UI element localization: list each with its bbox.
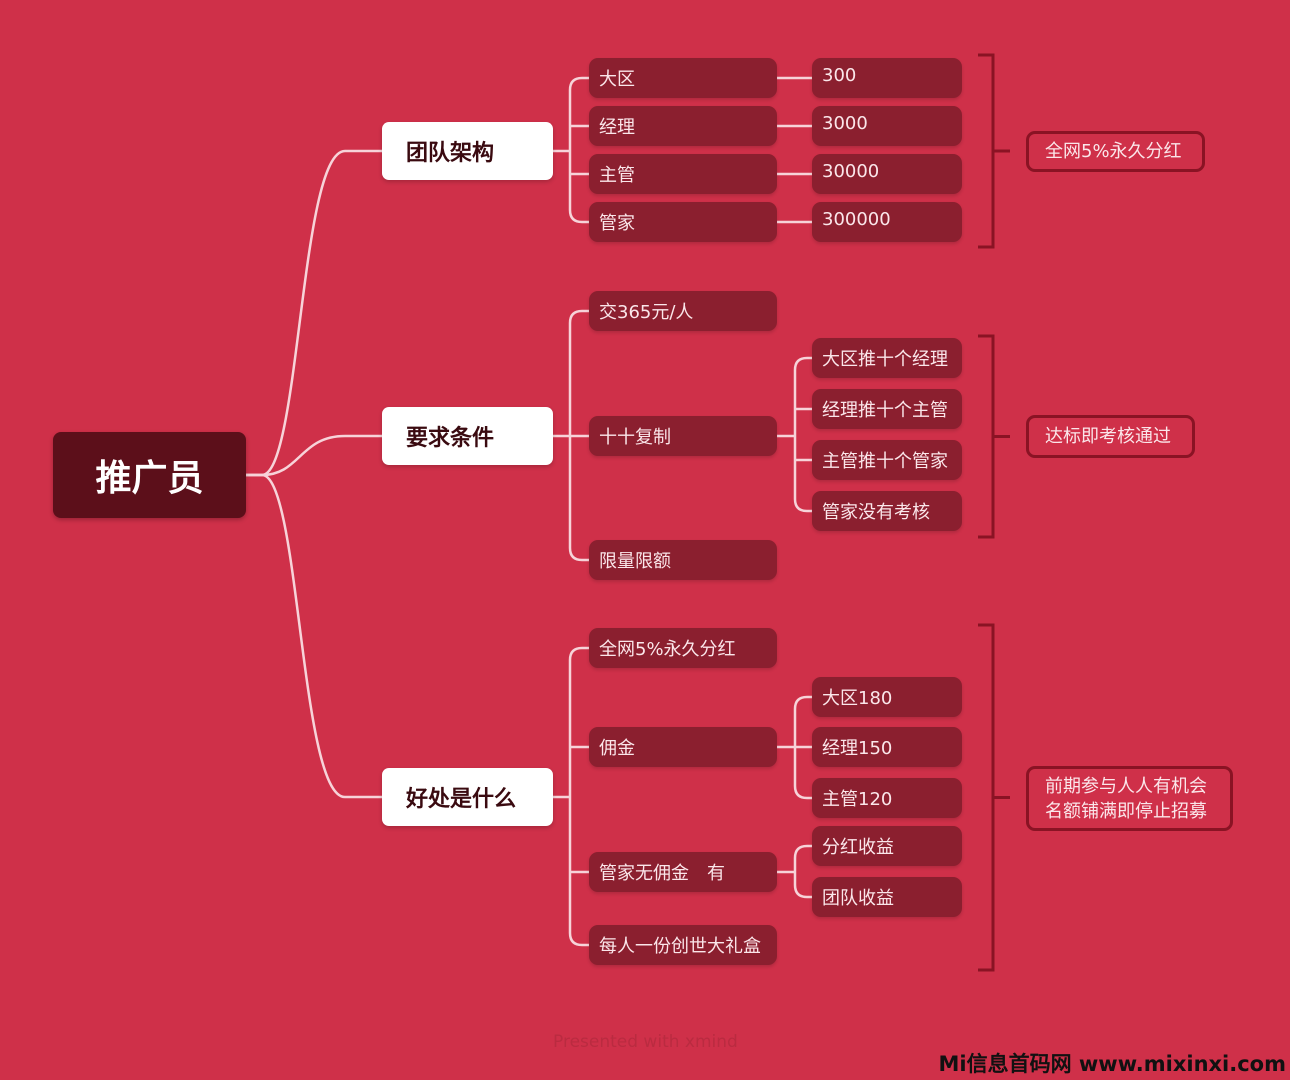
grandchild-node[interactable]: 主管120 [812,778,962,818]
branch-line [246,473,382,799]
child-node[interactable]: 主管 [589,154,777,194]
child-node[interactable]: 管家 [589,202,777,242]
grandchild-node[interactable]: 经理推十个主管 [812,389,962,429]
child-node[interactable]: 佣金 [589,727,777,767]
summary-node[interactable]: 达标即考核通过 [1026,415,1195,458]
child-line [793,871,812,899]
child-line [793,695,812,748]
grandchild-node[interactable]: 主管推十个管家 [812,440,962,480]
child-line [568,76,589,150]
child-node[interactable]: 限量限额 [589,540,777,580]
branch-node[interactable]: 好处是什么 [382,768,553,826]
child-line [568,646,589,797]
summary-text: 达标即考核通过 [1045,426,1171,447]
grandchild-node[interactable]: 管家没有考核 [812,491,962,531]
child-node[interactable]: 全网5%永久分红 [589,628,777,668]
grandchild-node[interactable]: 团队收益 [812,877,962,917]
grandchild-node[interactable]: 经理150 [812,727,962,767]
child-node[interactable]: 十十复制 [589,416,777,456]
child-line [568,150,589,224]
root-node[interactable]: 推广员 [53,432,246,518]
xmind-watermark: Presented with xmind [553,1032,738,1052]
summary-node[interactable]: 全网5%永久分红 [1026,131,1205,172]
site-watermark: Mi信息首码网 www.mixinxi.com [938,1052,1287,1076]
grandchild-node[interactable]: 大区180 [812,677,962,717]
child-node[interactable]: 交365元/人 [589,291,777,331]
summary-node[interactable]: 前期参与人人有机会名额铺满即停止招募 [1026,766,1233,831]
child-node[interactable]: 大区 [589,58,777,98]
summary-text: 全网5%永久分红 [1045,141,1182,162]
branch-node[interactable]: 要求条件 [382,407,553,465]
grandchild-node[interactable]: 大区推十个经理 [812,338,962,378]
child-node[interactable]: 管家无佣金 有 [589,852,777,892]
summary-bracket [978,53,1010,249]
branch-line [246,434,382,477]
child-line [793,844,812,872]
child-line [568,435,589,562]
child-node[interactable]: 每人一份创世大礼盒 [589,925,777,965]
branch-node[interactable]: 团队架构 [382,122,553,180]
summary-text: 名额铺满即停止招募 [1045,800,1207,822]
summary-bracket [978,334,1010,539]
branch-line [246,149,382,477]
child-line [568,796,589,947]
child-line [793,747,812,800]
grandchild-node[interactable]: 300000 [812,202,962,242]
grandchild-node[interactable]: 300 [812,58,962,98]
grandchild-node[interactable]: 分红收益 [812,826,962,866]
child-node[interactable]: 经理 [589,106,777,146]
grandchild-node[interactable]: 3000 [812,106,962,146]
summary-text: 前期参与人人有机会 [1045,775,1207,797]
child-line [793,356,812,435]
child-line [568,309,589,436]
summary-bracket [978,623,1010,972]
child-line [793,434,812,513]
grandchild-node[interactable]: 30000 [812,154,962,194]
